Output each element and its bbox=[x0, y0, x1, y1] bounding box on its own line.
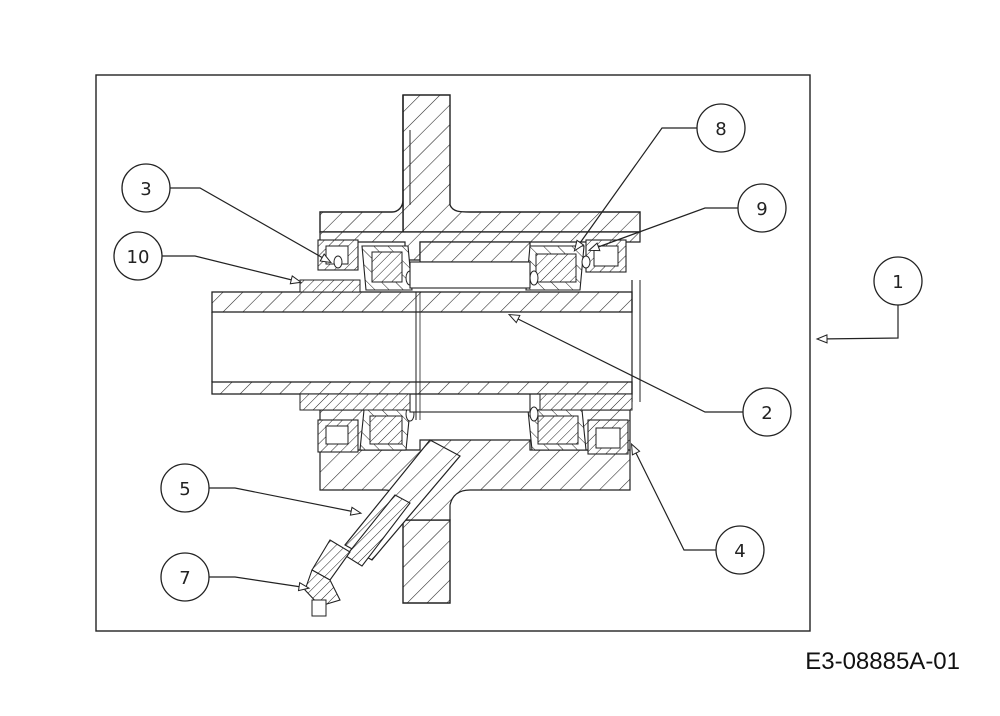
diagram-frame bbox=[95, 74, 811, 632]
drawing-reference-code: E3-08885A-01 bbox=[805, 648, 960, 675]
bearing-upper-right bbox=[525, 239, 627, 291]
leader-5 bbox=[207, 487, 363, 516]
spindle-shaft bbox=[211, 279, 641, 420]
callout-1-label: 1 bbox=[892, 272, 903, 293]
leader-2 bbox=[507, 313, 745, 413]
leader-9 bbox=[587, 207, 738, 252]
callout-9: 9 bbox=[737, 183, 787, 233]
callout-5-label: 5 bbox=[179, 479, 190, 500]
callout-10-label: 10 bbox=[127, 247, 150, 268]
leader-10 bbox=[162, 255, 303, 285]
callout-2-label: 2 bbox=[761, 403, 772, 424]
callout-10: 10 bbox=[113, 231, 163, 281]
callout-2: 2 bbox=[742, 387, 792, 437]
callout-4: 4 bbox=[715, 525, 765, 575]
callout-3-label: 3 bbox=[140, 179, 151, 200]
callout-9-label: 9 bbox=[756, 199, 767, 220]
callout-1: 1 bbox=[873, 256, 923, 306]
leader-4 bbox=[630, 442, 716, 551]
callout-3: 3 bbox=[121, 163, 171, 213]
flange-plate bbox=[319, 94, 641, 604]
bearing-spacer bbox=[409, 261, 531, 413]
callout-4-label: 4 bbox=[734, 541, 745, 562]
leader-7 bbox=[207, 576, 311, 592]
grease-fitting bbox=[304, 439, 461, 617]
callout-8-label: 8 bbox=[715, 119, 726, 140]
leader-1 bbox=[815, 305, 899, 344]
callout-5: 5 bbox=[160, 463, 210, 513]
leader-3 bbox=[170, 187, 333, 264]
bearing-lower-left bbox=[317, 406, 415, 453]
leader-8 bbox=[573, 127, 697, 252]
callout-7: 7 bbox=[160, 552, 210, 602]
leader-lines bbox=[162, 127, 899, 592]
bearing-lower-right bbox=[527, 406, 629, 455]
callout-7-label: 7 bbox=[179, 568, 190, 589]
callout-8: 8 bbox=[696, 103, 746, 153]
